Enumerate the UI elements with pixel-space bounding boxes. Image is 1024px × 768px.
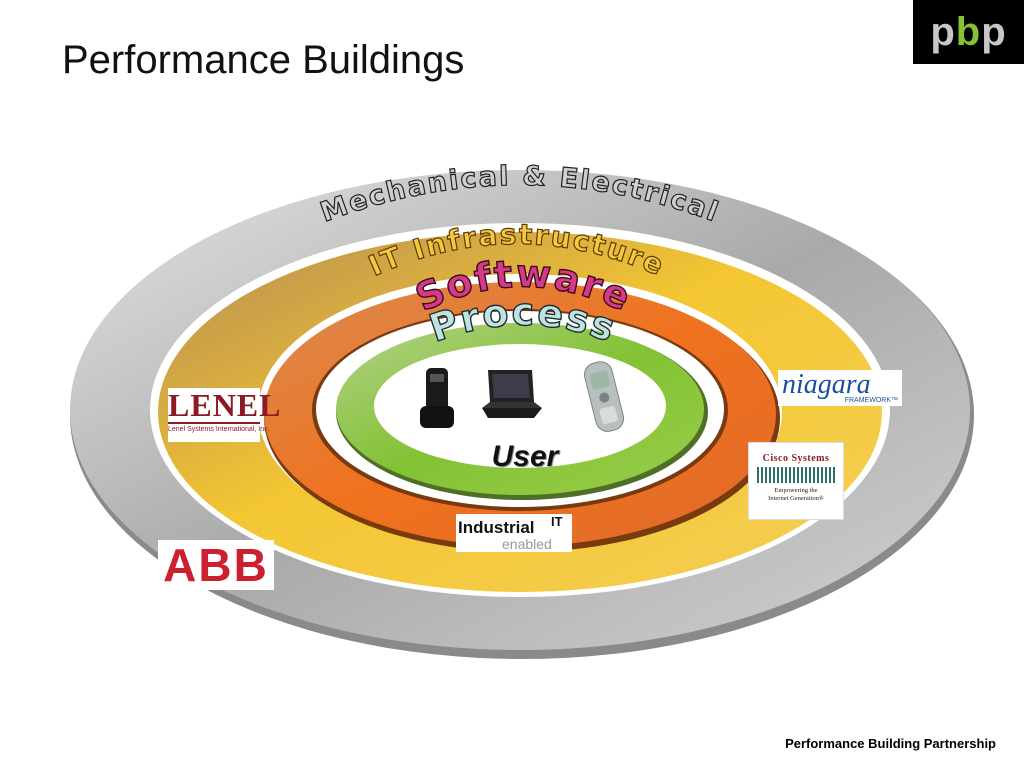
laptop-icon	[482, 370, 542, 418]
industrial-it-logo: Industrial IT enabled	[456, 514, 572, 552]
phone-icon	[420, 368, 454, 428]
label-process: Process	[424, 290, 623, 351]
cisco-bars-icon	[757, 467, 835, 483]
lenel-logo: LENEL Lenel Systems International, Inc.	[168, 388, 280, 442]
slide-title: Performance Buildings	[62, 38, 465, 82]
mobile-phone-icon	[584, 361, 625, 432]
footer-text: Performance Building Partnership	[785, 736, 996, 751]
niagara-framework-logo: niagara FRAMEWORK™	[778, 370, 902, 406]
abb-logo: ABB	[158, 540, 274, 590]
